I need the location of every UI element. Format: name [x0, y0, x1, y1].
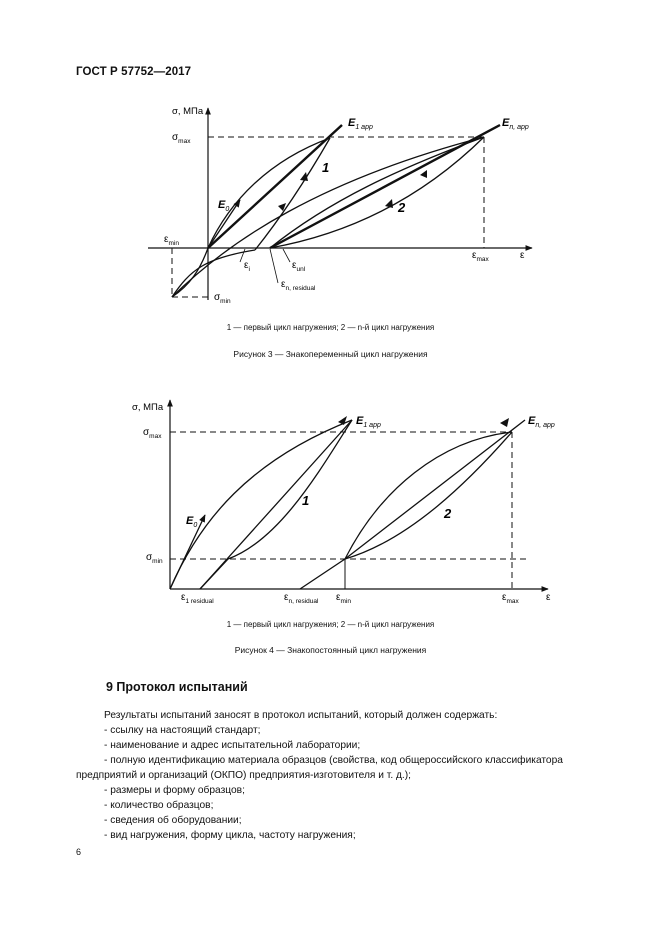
fig4-curve1-loading [169, 419, 353, 590]
list-item: - полную идентификацию материала образцо… [104, 755, 563, 766]
fig4-legend: 1 — первый цикл нагружения; 2 — n-й цикл… [226, 620, 435, 629]
fig3-sigma-max-label: σmax [172, 132, 191, 145]
figure-3-diagram: σ, МПа ε σmax εmin σmin εmax E1 app En, … [148, 106, 533, 305]
fig3-eps-residual-label: εn, residual [281, 279, 316, 292]
fig3-eps-max-label: εmax [472, 250, 489, 263]
paragraph-line: Результаты испытаний заносят в протокол … [104, 710, 498, 721]
fig3-curve1-unloading [254, 137, 331, 251]
fig4-en-secant [344, 419, 526, 560]
fig4-e1-secant [199, 419, 353, 590]
fig3-sigma-min-label: σmin [214, 292, 231, 305]
list-item: - размеры и форму образцов; [104, 785, 245, 796]
list-item: - сведения об оборудовании; [104, 815, 242, 826]
list-item: - наименование и адрес испытательной лаб… [104, 740, 361, 751]
list-item: - ссылку на настоящий стандарт; [104, 725, 261, 736]
fig3-x-axis-label: ε [520, 250, 525, 261]
fig3-e0-label: E0 [218, 199, 229, 213]
fig4-e0-label: E0 [186, 515, 197, 529]
list-item-continuation: предприятий и организаций (ОКПО) предпри… [76, 770, 411, 781]
list-item: - вид нагружения, форму цикла, частоту н… [104, 830, 356, 841]
fig3-curve2-outer [171, 136, 485, 298]
fig3-curve1-lower [171, 249, 256, 298]
fig4-curve1-label: 1 [302, 493, 309, 508]
fig4-x-axis-label: ε [546, 592, 551, 603]
fig4-e1-label: E1 app [356, 415, 381, 429]
fig3-en-label: En, app [502, 117, 529, 131]
figure-4-diagram: σ, МПа ε σmax σmin E1 app En, app E0 ε1 … [132, 399, 555, 605]
fig3-e1-secant [207, 124, 343, 249]
document-header: ГОСТ Р 57752—2017 [76, 66, 192, 78]
fig3-eps-min-label: εmin [164, 234, 179, 247]
list-item: - количество образцов; [104, 800, 214, 811]
fig4-curve2-upper [344, 431, 513, 560]
fig3-curve1-label: 1 [322, 160, 329, 175]
fig3-eps-i-label: εi [244, 260, 250, 273]
fig3-legend: 1 — первый цикл нагружения; 2 — n-й цикл… [226, 323, 435, 332]
fig4-caption: Рисунок 4 — Знакопостоянный цикл нагруже… [234, 645, 427, 655]
fig4-sigma-max-label: σmax [143, 427, 162, 440]
fig4-y-axis-label: σ, МПа [132, 402, 164, 413]
fig4-eps1-residual-label: ε1 residual [181, 592, 214, 605]
fig3-caption: Рисунок 3 — Знакопеременный цикл нагруже… [233, 349, 428, 359]
fig4-eps-max-label: εmax [502, 592, 519, 605]
fig4-sigma-min-label: σmin [146, 552, 163, 565]
fig4-curven-residual [299, 558, 346, 590]
fig3-e1-label: E1 app [348, 117, 373, 131]
fig4-epsn-residual-label: εn, residual [284, 592, 319, 605]
fig3-eps-unl-label: εunl [292, 260, 306, 273]
fig3-curve1-loading [207, 137, 331, 249]
page-number: 6 [76, 847, 82, 857]
fig4-e0-tangent [169, 514, 206, 590]
fig3-curve2-label: 2 [397, 200, 406, 215]
fig4-en-label: En, app [528, 415, 555, 429]
fig4-eps-min-label: εmin [336, 592, 351, 605]
section-title: 9 Протокол испытаний [106, 680, 248, 694]
fig4-curve2-lower [344, 431, 513, 560]
fig4-curve2-label: 2 [443, 506, 452, 521]
fig3-y-axis-label: σ, МПа [172, 106, 204, 117]
fig4-curve1-unloading [227, 419, 353, 560]
fig4-curve1-residual [199, 558, 229, 590]
fig3-e0-tangent [207, 199, 241, 249]
fig3-en-secant [269, 123, 501, 250]
